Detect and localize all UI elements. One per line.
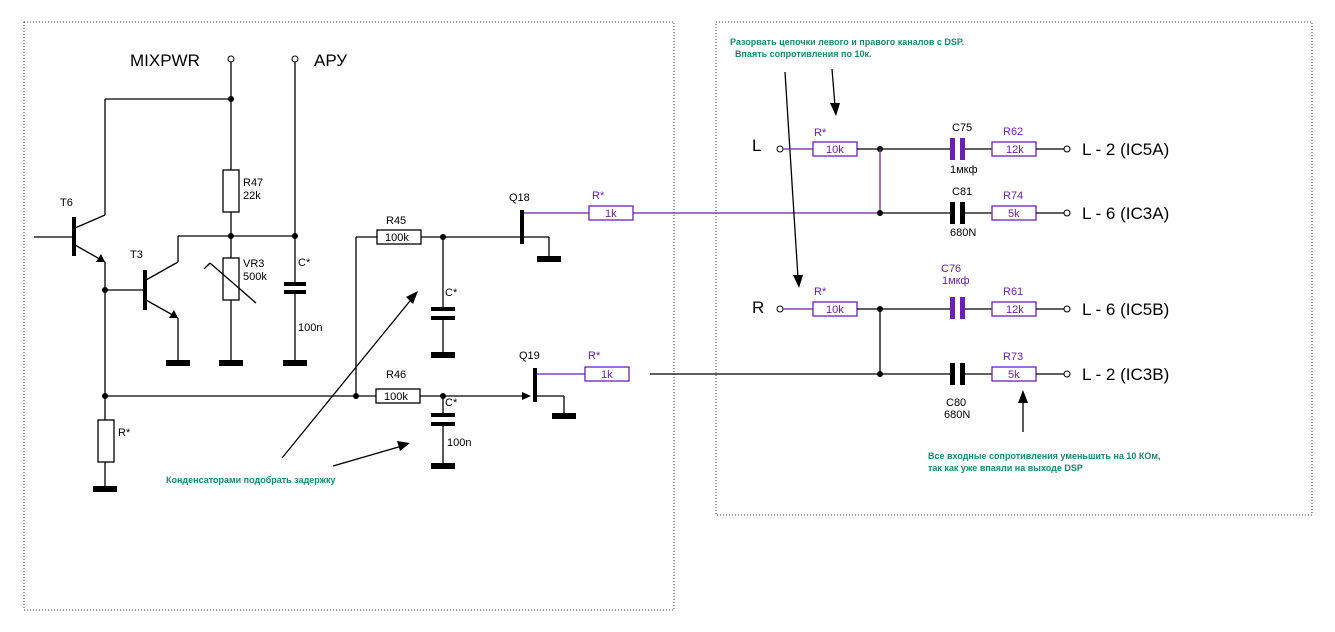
r-star-q19-resistor bbox=[584, 366, 630, 382]
c75-value: 1мкф bbox=[950, 164, 978, 176]
r45-value: 100k bbox=[385, 232, 409, 244]
note-top-line2: Впаять сопротивления по 10к. bbox=[735, 49, 871, 59]
r47-name: R47 bbox=[243, 177, 263, 189]
r-star-left-label: R* bbox=[118, 427, 131, 439]
out-l6-ic5b: L - 6 (IC5B) bbox=[1082, 300, 1169, 319]
r-star-l-label: R* bbox=[814, 127, 827, 139]
r61-value: 12k bbox=[1006, 304, 1024, 316]
note-bottom-line1: Все входные сопротивления уменьшить на 1… bbox=[928, 451, 1161, 461]
note-bottom-line2: так как уже впаяли на выходе DSP bbox=[928, 463, 1083, 473]
r-star-left-resistor bbox=[97, 419, 115, 463]
r46-name: R46 bbox=[386, 369, 406, 381]
r-q18-value: 1k bbox=[605, 208, 617, 220]
r74-name: R74 bbox=[1003, 190, 1023, 202]
c75-name: C75 bbox=[952, 122, 972, 134]
r-star-q18-label: R* bbox=[592, 190, 605, 202]
c75-capacitor bbox=[950, 138, 955, 160]
c81-name: C81 bbox=[952, 186, 972, 198]
apy-terminal bbox=[291, 55, 299, 63]
r-input-label: R bbox=[752, 298, 764, 317]
out-l2-ic5a: L - 2 (IC5A) bbox=[1082, 140, 1169, 159]
left-frame bbox=[23, 21, 675, 611]
apy-label: АРУ bbox=[314, 51, 347, 70]
r45-name: R45 bbox=[386, 215, 406, 227]
r73-name: R73 bbox=[1003, 351, 1023, 363]
c-star-3-plate bbox=[431, 413, 455, 417]
r61-name: R61 bbox=[1003, 286, 1023, 298]
r46-value: 100k bbox=[384, 391, 408, 403]
r74-value: 5k bbox=[1008, 208, 1020, 220]
r62-value: 12k bbox=[1006, 144, 1024, 156]
c-star-3-label: C* bbox=[445, 397, 458, 409]
r-star-r-label: R* bbox=[814, 286, 827, 298]
r-q19-value: 1k bbox=[601, 369, 613, 381]
t3-label: T3 bbox=[130, 249, 143, 261]
r73-value: 5k bbox=[1008, 369, 1020, 381]
r47-resistor bbox=[222, 169, 240, 213]
l-input-terminal bbox=[776, 145, 784, 153]
vr3-potentiometer bbox=[222, 257, 240, 301]
note-top-line1: Разорвать цепочки левого и правого канал… bbox=[730, 37, 964, 47]
c81-capacitor bbox=[950, 202, 955, 224]
q19-label: Q19 bbox=[519, 350, 540, 362]
c80-value: 680N bbox=[944, 409, 970, 421]
vr3-value: 500k bbox=[243, 271, 267, 283]
r-input-terminal bbox=[776, 305, 784, 313]
l-input-label: L bbox=[752, 136, 761, 155]
c76-name: C76 bbox=[941, 263, 961, 275]
r-star-q19-label: R* bbox=[588, 350, 601, 362]
c80-capacitor bbox=[950, 363, 955, 385]
out-l6-ic3a: L - 6 (IC3A) bbox=[1082, 204, 1169, 223]
c-100n-3-label: 100n bbox=[447, 437, 471, 449]
q18-label: Q18 bbox=[509, 192, 530, 204]
c80-name: C80 bbox=[946, 397, 966, 409]
r-r-value: 10k bbox=[826, 304, 844, 316]
r47-value: 22k bbox=[243, 190, 261, 202]
r-l-value: 10k bbox=[826, 144, 844, 156]
mixpwr-label: MIXPWR bbox=[130, 51, 200, 70]
mixpwr-terminal bbox=[227, 55, 235, 63]
c-star-1-label: C* bbox=[298, 257, 311, 269]
c81-value: 680N bbox=[950, 227, 976, 239]
t6-label: T6 bbox=[60, 197, 73, 209]
c-star-2-label: C* bbox=[445, 287, 458, 299]
note-capacitors: Конденсаторами подобрать задержку bbox=[166, 475, 336, 485]
out-l2-ic3b: L - 2 (IC3B) bbox=[1082, 365, 1169, 384]
c76-capacitor bbox=[950, 297, 955, 319]
c-star-1-plate bbox=[284, 282, 306, 286]
c76-value: 1мкф bbox=[942, 275, 970, 287]
vr3-name: VR3 bbox=[243, 258, 264, 270]
c-star-2-plate bbox=[431, 307, 455, 311]
r62-name: R62 bbox=[1003, 126, 1023, 138]
right-frame bbox=[715, 21, 1313, 516]
c-100n-1-label: 100n bbox=[298, 322, 322, 334]
